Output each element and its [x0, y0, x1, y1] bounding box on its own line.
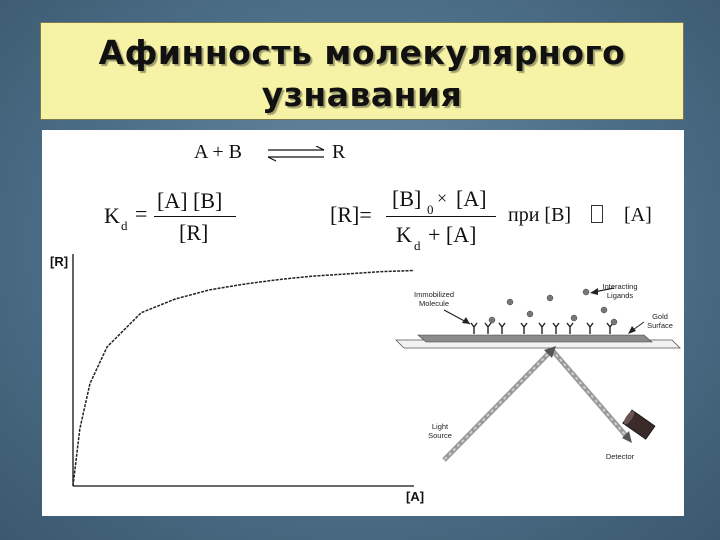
saturation-chart [72, 254, 415, 487]
r-den-k-sub: d [414, 238, 421, 253]
interacting-ligands [488, 288, 618, 326]
kd-fraction-bar [154, 216, 236, 217]
kd-symbol: K [104, 203, 120, 228]
r-num-b-sub: 0 [427, 202, 434, 217]
missing-glyph-icon [591, 205, 603, 223]
r-fraction-bar [386, 216, 496, 217]
r-num-times: × [437, 188, 448, 208]
y-axis-label: [R] [50, 254, 69, 269]
kd-numerator: [A] [B] [157, 188, 223, 213]
saturation-curve [72, 269, 415, 487]
x-axis-label: [A] [406, 489, 425, 504]
r-num-b: [B] [392, 186, 422, 211]
r-num-a: [A] [456, 186, 487, 211]
kd-subscript: d [121, 218, 128, 233]
r-lhs: [R]= [330, 202, 372, 227]
gold-surface-layer [417, 334, 653, 343]
immobilized-molecules [470, 322, 614, 334]
r-den-k: K [396, 222, 412, 247]
reaction-right: R [332, 141, 346, 163]
detector-label: Detector [605, 452, 635, 461]
title-box: Афинность молекулярного узнавания [40, 22, 684, 120]
slide-title-line-2: узнавания [261, 75, 463, 114]
kd-equals: = [135, 201, 148, 226]
condition-text: при [B] [508, 204, 572, 226]
reaction-left: A + B [194, 141, 242, 163]
condition-rhs: [A] [624, 204, 652, 226]
content-panel: A + B R K d = [A] [B] [R] [R]= [B] 0 × [… [42, 130, 684, 516]
r-den-rest: + [A] [428, 222, 477, 247]
slide-title-line-1: Афинность молекулярного [98, 33, 626, 72]
light-beams [442, 346, 632, 462]
kd-denominator: [R] [179, 220, 209, 245]
spr-diagram [395, 287, 681, 462]
equilibrium-arrows-icon [267, 146, 325, 162]
detector-icon [622, 409, 656, 440]
